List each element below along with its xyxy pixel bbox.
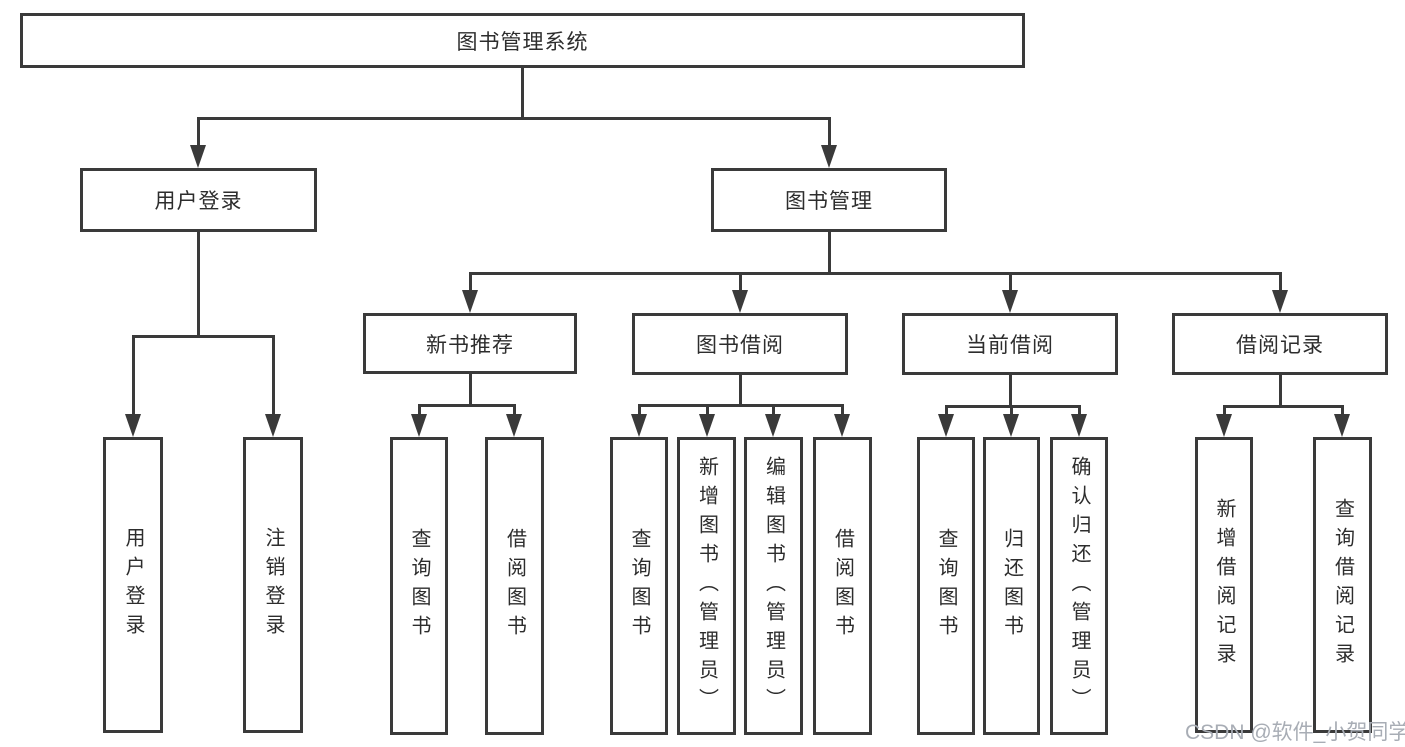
node-label-borrowing-records: 借阅记录: [1236, 334, 1324, 357]
node-label-leaf-query-borrow-record: 查询借阅记录: [1331, 498, 1354, 672]
arrowhead-down-icon: [1071, 414, 1087, 437]
node-current-borrowing: 当前借阅: [902, 313, 1118, 375]
node-leaf-user-login: 用户登录: [103, 437, 163, 733]
connector-line: [512, 405, 516, 419]
node-leaf-add-borrow-record: 新增借阅记录: [1195, 437, 1253, 733]
connector-rail: [417, 403, 516, 407]
connector-line: [637, 405, 641, 419]
connector-line: [1340, 406, 1344, 419]
node-leaf-return-book: 归还图书: [983, 437, 1040, 735]
connector-rail: [468, 271, 1282, 275]
arrowhead-down-icon: [765, 414, 781, 437]
connector-line: [827, 118, 831, 150]
node-label-user-login: 用户登录: [154, 190, 243, 213]
node-user-login: 用户登录: [80, 168, 317, 232]
connector-line: [705, 405, 709, 419]
connector-line: [827, 232, 831, 273]
node-label-leaf-query-books-recommend: 查询图书: [408, 528, 430, 644]
connector-line: [1009, 406, 1013, 419]
node-leaf-borrow-books-recommend: 借阅图书: [485, 437, 544, 735]
connector-line: [417, 405, 421, 419]
node-leaf-logout-login: 注销登录: [243, 437, 303, 733]
node-leaf-confirm-return-admin: 确认归还（管理员）: [1050, 437, 1108, 735]
connector-line: [271, 336, 275, 419]
connector-line: [520, 68, 524, 118]
node-label-leaf-add-book-admin: 新增图书（管理员）: [695, 455, 718, 717]
connector-line: [131, 336, 135, 419]
node-leaf-add-book-admin: 新增图书（管理员）: [677, 437, 736, 735]
arrowhead-down-icon: [1334, 414, 1350, 437]
arrowhead-down-icon: [190, 145, 206, 168]
node-book-management: 图书管理: [711, 168, 947, 232]
arrowhead-down-icon: [506, 414, 522, 437]
node-label-book-borrowing: 图书借阅: [696, 334, 784, 357]
node-library-management-system: 图书管理系统: [20, 13, 1025, 68]
connector-line: [840, 405, 844, 419]
connector-line: [1077, 406, 1081, 419]
node-label-leaf-confirm-return-admin: 确认归还（管理员）: [1068, 455, 1090, 717]
node-leaf-query-borrow-record: 查询借阅记录: [1313, 437, 1372, 733]
node-leaf-borrow-books-borrowing: 借阅图书: [813, 437, 872, 735]
connector-line: [1008, 375, 1012, 406]
connector-rail: [944, 404, 1081, 408]
node-label-new-book-recommend: 新书推荐: [426, 333, 514, 357]
arrowhead-down-icon: [1216, 414, 1232, 437]
arrowhead-down-icon: [834, 414, 850, 437]
connector-rail: [131, 334, 275, 338]
arrowhead-down-icon: [699, 414, 715, 437]
node-label-leaf-borrow-books-recommend: 借阅图书: [503, 528, 526, 644]
watermark: CSDN @软件_小贺同学: [1185, 721, 1405, 744]
connector-rail: [1222, 404, 1344, 408]
arrowhead-down-icon: [265, 414, 281, 437]
node-label-leaf-return-book: 归还图书: [1000, 528, 1023, 644]
node-label-leaf-edit-book-admin: 编辑图书（管理员）: [762, 455, 785, 717]
arrowhead-down-icon: [1002, 290, 1018, 313]
connector-line: [468, 374, 472, 405]
node-label-leaf-user-login: 用户登录: [122, 527, 144, 643]
connector-line: [196, 232, 200, 336]
node-label-leaf-logout-login: 注销登录: [262, 527, 284, 643]
connector-line: [1278, 273, 1282, 295]
arrowhead-down-icon: [631, 414, 647, 437]
node-label-leaf-query-books-borrowing: 查询图书: [628, 528, 650, 644]
connector-line: [1222, 406, 1226, 419]
arrowhead-down-icon: [462, 290, 478, 313]
node-book-borrowing: 图书借阅: [632, 313, 848, 375]
node-label-current-borrowing: 当前借阅: [966, 334, 1054, 357]
node-new-book-recommend: 新书推荐: [363, 313, 577, 374]
arrowhead-down-icon: [938, 414, 954, 437]
connector-rail: [196, 116, 831, 120]
node-label-book-management: 图书管理: [785, 190, 873, 213]
node-label-leaf-query-books-current: 查询图书: [935, 528, 957, 644]
node-leaf-query-books-borrowing: 查询图书: [610, 437, 668, 735]
node-leaf-query-books-recommend: 查询图书: [390, 437, 448, 735]
arrowhead-down-icon: [1003, 414, 1019, 437]
node-borrowing-records: 借阅记录: [1172, 313, 1388, 375]
node-leaf-edit-book-admin: 编辑图书（管理员）: [744, 437, 803, 735]
node-label-library-management-system: 图书管理系统: [456, 30, 589, 54]
connector-line: [771, 405, 775, 419]
connector-line: [944, 406, 948, 419]
arrowhead-down-icon: [411, 414, 427, 437]
node-leaf-query-books-current: 查询图书: [917, 437, 975, 735]
connector-line: [1008, 273, 1012, 295]
node-label-leaf-borrow-books-borrowing: 借阅图书: [831, 528, 854, 644]
connector-line: [738, 375, 742, 405]
arrowhead-down-icon: [732, 290, 748, 313]
connector-line: [196, 118, 200, 150]
arrowhead-down-icon: [1272, 290, 1288, 313]
node-label-leaf-add-borrow-record: 新增借阅记录: [1213, 498, 1235, 672]
arrowhead-down-icon: [125, 414, 141, 437]
connector-line: [1278, 375, 1282, 406]
connector-line: [738, 273, 742, 295]
connector-line: [468, 273, 472, 295]
arrowhead-down-icon: [821, 145, 837, 168]
connector-rail: [637, 403, 844, 407]
